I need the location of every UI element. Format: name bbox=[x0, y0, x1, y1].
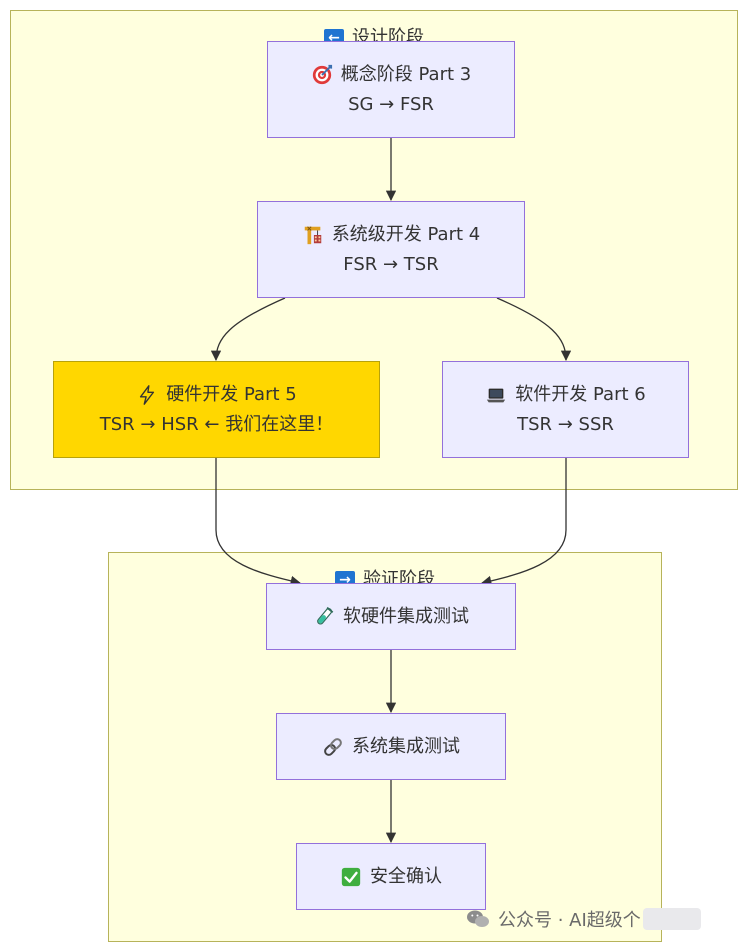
software-node-title: 软件开发 Part 6 bbox=[515, 383, 646, 405]
watermark: 公众号 · AI超级个 bbox=[466, 906, 701, 932]
hsi-test-title: 软硬件集成测试 bbox=[343, 605, 469, 627]
hardware-node-subtitle: TSR → HSR ← 我们在这里！ bbox=[99, 413, 334, 435]
check-mark-icon bbox=[341, 867, 361, 886]
system-test-title: 系统集成测试 bbox=[352, 735, 460, 757]
system-development-node[interactable]: 系统级开发 Part 4 FSR → TSR bbox=[257, 201, 525, 298]
concept-phase-node[interactable]: 概念阶段 Part 3 SG → FSR bbox=[267, 41, 515, 138]
watermark-text: 公众号 · AI超级个 bbox=[498, 910, 641, 931]
laptop-icon bbox=[487, 388, 506, 402]
software-development-node[interactable]: 软件开发 Part 6 TSR → SSR bbox=[442, 361, 689, 458]
hardware-software-integration-test-node[interactable]: 软硬件集成测试 bbox=[266, 583, 516, 650]
safety-node-title: 安全确认 bbox=[370, 865, 442, 887]
hardware-node-title: 硬件开发 Part 5 bbox=[166, 383, 297, 405]
system-node-subtitle: FSR → TSR bbox=[343, 253, 439, 275]
concept-node-subtitle: SG → FSR bbox=[348, 93, 434, 115]
construction-crane-icon bbox=[304, 225, 322, 244]
watermark-blurred-area bbox=[642, 908, 701, 930]
software-node-subtitle: TSR → SSR bbox=[517, 413, 614, 435]
test-tube-icon bbox=[317, 606, 334, 625]
wechat-icon bbox=[467, 910, 489, 927]
hardware-development-node[interactable]: 硬件开发 Part 5 TSR → HSR ← 我们在这里！ bbox=[53, 361, 380, 458]
system-integration-test-node[interactable]: 系统集成测试 bbox=[276, 713, 506, 780]
concept-node-title: 概念阶段 Part 3 bbox=[340, 63, 472, 85]
link-icon bbox=[324, 737, 342, 756]
lightning-icon bbox=[140, 384, 155, 405]
system-node-title: 系统级开发 Part 4 bbox=[331, 223, 481, 245]
safety-validation-node[interactable]: 安全确认 bbox=[296, 843, 486, 910]
target-icon bbox=[312, 64, 332, 84]
